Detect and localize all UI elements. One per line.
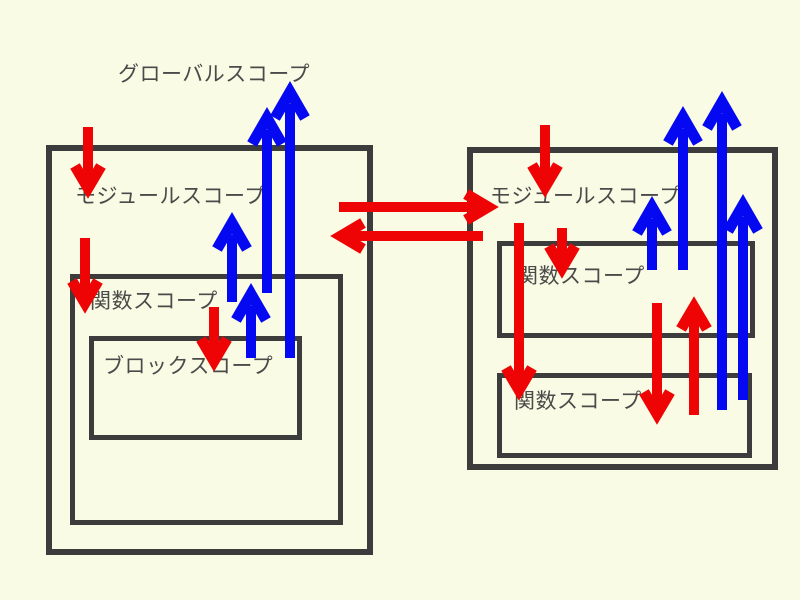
left-function-scope-box: [70, 274, 343, 525]
left-module-scope-box: [46, 145, 373, 555]
right-function-scope-label-1: 関数スコープ: [517, 265, 645, 288]
right-module-scope-box: [467, 147, 778, 470]
left-block-scope-label: ブロックスコープ: [103, 355, 274, 378]
right-function-scope-box-1: [497, 241, 755, 338]
left-block-scope-box: [89, 336, 302, 440]
right-module-scope-label: モジュールスコープ: [490, 185, 681, 208]
global-scope-label: グローバルスコープ: [118, 63, 311, 86]
left-module-scope-label: モジュールスコープ: [75, 185, 266, 208]
left-function-scope-label: 関数スコープ: [90, 290, 218, 313]
right-function-scope-box-2: [497, 373, 752, 458]
right-function-scope-label-2: 関数スコープ: [514, 390, 642, 413]
